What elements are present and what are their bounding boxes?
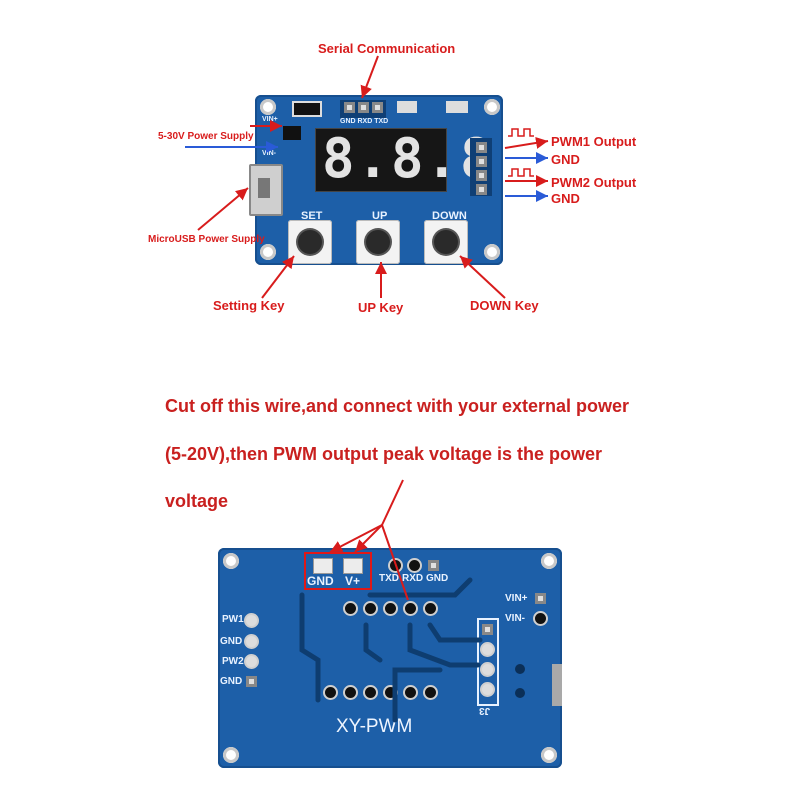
mount-hole (260, 244, 276, 260)
vin-minus-pad (535, 613, 546, 624)
j3-pin (482, 684, 493, 695)
note-line-3: voltage (165, 491, 229, 511)
cut-wire-highlight (304, 552, 372, 590)
gnd-pad (313, 558, 333, 574)
setting-key-label: Setting Key (213, 298, 285, 313)
output-pin (476, 170, 487, 181)
set-key[interactable] (288, 220, 332, 264)
vin-minus-silk-bottom: VIN- (505, 613, 525, 624)
pad (425, 687, 436, 698)
mount-hole (541, 553, 557, 569)
pad (385, 687, 396, 698)
component (446, 101, 468, 113)
red-arrows (197, 55, 549, 601)
pad (345, 603, 356, 614)
serial-communication-label: Serial Communication (318, 41, 456, 56)
pw1-silk: PW1 (222, 614, 244, 625)
pad (345, 687, 356, 698)
mount-hole (484, 244, 500, 260)
rxd-pad (409, 560, 420, 571)
gnd2-label: GND (551, 191, 580, 206)
serial-pin (372, 102, 383, 113)
txd-silk: TXD (379, 573, 399, 584)
vin-minus-silk: VIN- (262, 150, 276, 157)
down-silk: DOWN (432, 210, 467, 222)
pw2-pad (246, 656, 257, 667)
note-line-2: (5-20V),then PWM output peak voltage is … (165, 444, 603, 464)
via (515, 664, 525, 674)
up-key-label: UP Key (358, 300, 404, 315)
j3-pin (482, 624, 493, 635)
pad (365, 687, 376, 698)
output-pin (476, 156, 487, 167)
pad (385, 603, 396, 614)
gnd-silk: GND (307, 574, 334, 588)
serial-pin (358, 102, 369, 113)
pw1-pad (246, 615, 257, 626)
up-silk: UP (372, 210, 388, 222)
pad (405, 603, 416, 614)
output-pin (476, 142, 487, 153)
j3-pin (482, 644, 493, 655)
down-key-label: DOWN Key (470, 298, 539, 313)
gnd-b-silk: GND (220, 676, 243, 687)
rxd-silk: RXD (402, 573, 424, 584)
blue-arrows (185, 141, 548, 202)
pwm-waveform-icons (508, 128, 534, 177)
gnd-header-pad (428, 560, 439, 571)
micro-usb-slot (258, 178, 270, 198)
note-line-1: Cut off this wire,and connect with your … (165, 396, 630, 416)
pad-row-top (345, 603, 445, 617)
j3-header (477, 618, 499, 706)
power-supply-label: 5-30V Power Supply (158, 131, 254, 142)
gnd1-label: GND (551, 152, 580, 167)
mount-hole (260, 99, 276, 115)
set-silk: SET (301, 210, 323, 222)
header-silkscreen: GND RXD TXD (340, 118, 389, 125)
bottom-board (218, 548, 562, 768)
pad (425, 603, 436, 614)
gnd-a-pad (246, 636, 257, 647)
usb-edge (552, 664, 562, 706)
pwm2-output-label: PWM2 Output (551, 175, 637, 190)
output-pin (476, 184, 487, 195)
mount-hole (541, 747, 557, 763)
gnd-b-pad (246, 676, 257, 687)
vin-plus-silk: VIN+ (262, 116, 278, 123)
pad (365, 603, 376, 614)
vin-plus-silk-bottom: VIN+ (505, 593, 528, 604)
component (292, 101, 322, 117)
seven-segment-display (315, 128, 447, 192)
vplus-pad (343, 558, 363, 574)
mount-hole (223, 747, 239, 763)
gnd-a-silk: GND (220, 636, 243, 647)
pw2-silk: PW2 (222, 656, 244, 667)
j3-pin (482, 664, 493, 675)
pad (405, 687, 416, 698)
gnd-header-silk: GND (426, 573, 449, 584)
component (397, 101, 417, 113)
vin-plus-pad (535, 593, 546, 604)
vplus-silk: V+ (345, 574, 361, 588)
pwm1-output-label: PWM1 Output (551, 134, 637, 149)
serial-pin (344, 102, 355, 113)
pcb-traces (299, 577, 483, 723)
pad-row-bottom (325, 687, 455, 701)
via (515, 688, 525, 698)
mount-hole (223, 553, 239, 569)
up-key[interactable] (356, 220, 400, 264)
micro-usb-label: MicroUSB Power Supply (148, 234, 265, 245)
mount-hole (484, 99, 500, 115)
pad (325, 687, 336, 698)
component (283, 126, 301, 140)
